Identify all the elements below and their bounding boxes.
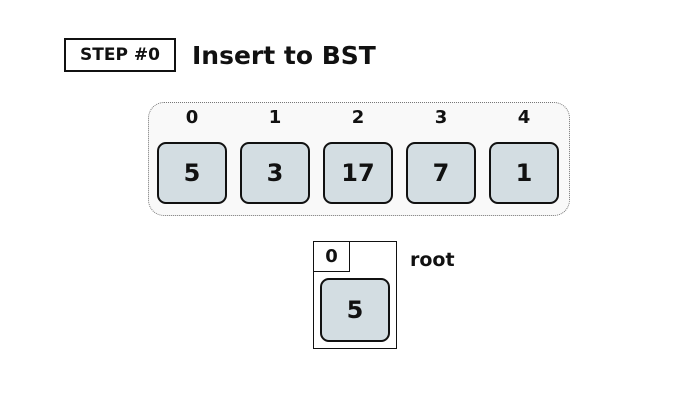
array-cell: 1: [489, 142, 559, 204]
array-cell: 17: [323, 142, 393, 204]
array-cell: 3: [240, 142, 310, 204]
array-index-label: 1: [268, 107, 282, 128]
root-label: root: [410, 249, 455, 271]
array-index-label: 0: [185, 107, 199, 128]
array-index-label: 4: [517, 107, 531, 128]
step-badge: STEP #0: [64, 38, 176, 72]
tree-node-index: 0: [314, 242, 350, 272]
array-index-label: 2: [351, 107, 365, 128]
step-label: STEP #0: [80, 45, 160, 65]
array-cell: 7: [406, 142, 476, 204]
array-index-label: 3: [434, 107, 448, 128]
array-cell: 5: [157, 142, 227, 204]
tree-node-root: 0 5: [313, 241, 397, 349]
tree-node-value: 5: [320, 278, 390, 342]
page-title: Insert to BST: [192, 41, 376, 70]
